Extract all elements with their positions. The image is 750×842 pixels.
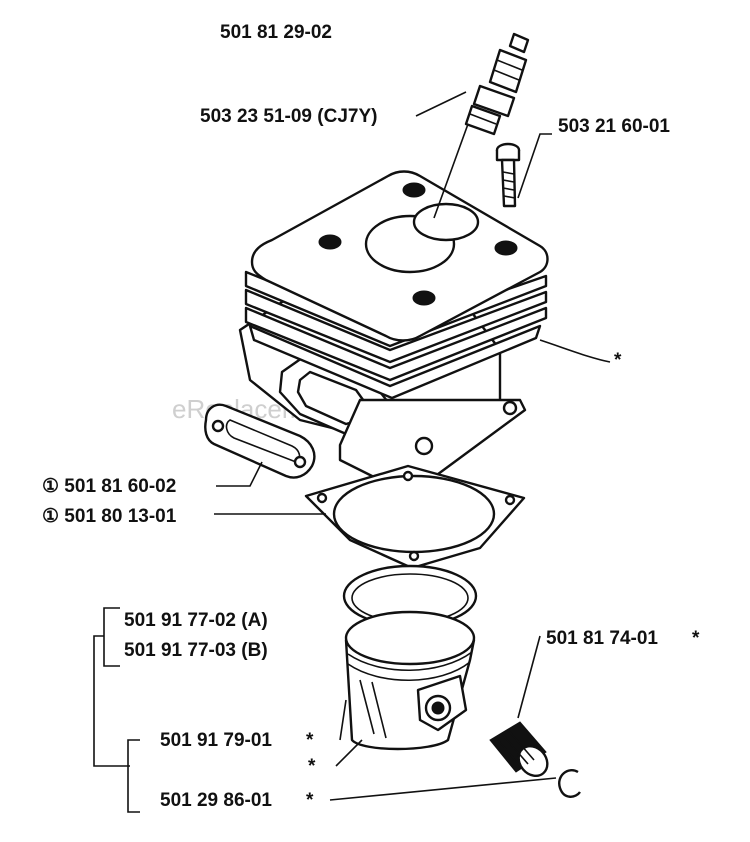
label-piston-ring: 501 91 79-01 (160, 730, 272, 751)
leader-lines (93, 91, 611, 813)
cylinder-drawing (238, 170, 549, 482)
label-bearing: 501 81 74-01 (546, 628, 658, 649)
label-exhaust-gasket: ① 501 81 60-02 (42, 476, 176, 497)
label-piston-ring-asterisk: * (306, 730, 314, 751)
label-bolt: 503 21 60-01 (558, 116, 670, 137)
base-gasket-drawing (304, 464, 526, 570)
label-piston-b: 501 91 77-03 (B) (124, 640, 268, 661)
label-base-gasket: ① 501 80 13-01 (42, 506, 177, 527)
label-piston-pin-asterisk: * (308, 756, 316, 777)
label-bearing-asterisk: * (692, 628, 700, 649)
circlip-drawing (558, 769, 581, 798)
label-piston-a: 501 91 77-02 (A) (124, 610, 268, 631)
spark-plug-drawing (464, 32, 530, 136)
label-circlip: 501 29 86-01 (160, 790, 272, 811)
needle-bearing-drawing (489, 721, 549, 778)
label-cylinder-asterisk: * (614, 350, 622, 371)
label-spark-plug: 503 23 51-09 (CJ7Y) (200, 106, 377, 127)
piston-drawing (344, 610, 476, 751)
title-part-number: 501 81 29-02 (220, 22, 332, 43)
label-circlip-asterisk: * (306, 790, 314, 811)
cylinder-bolt-drawing (495, 142, 521, 208)
exhaust-gasket-drawing (204, 403, 316, 479)
